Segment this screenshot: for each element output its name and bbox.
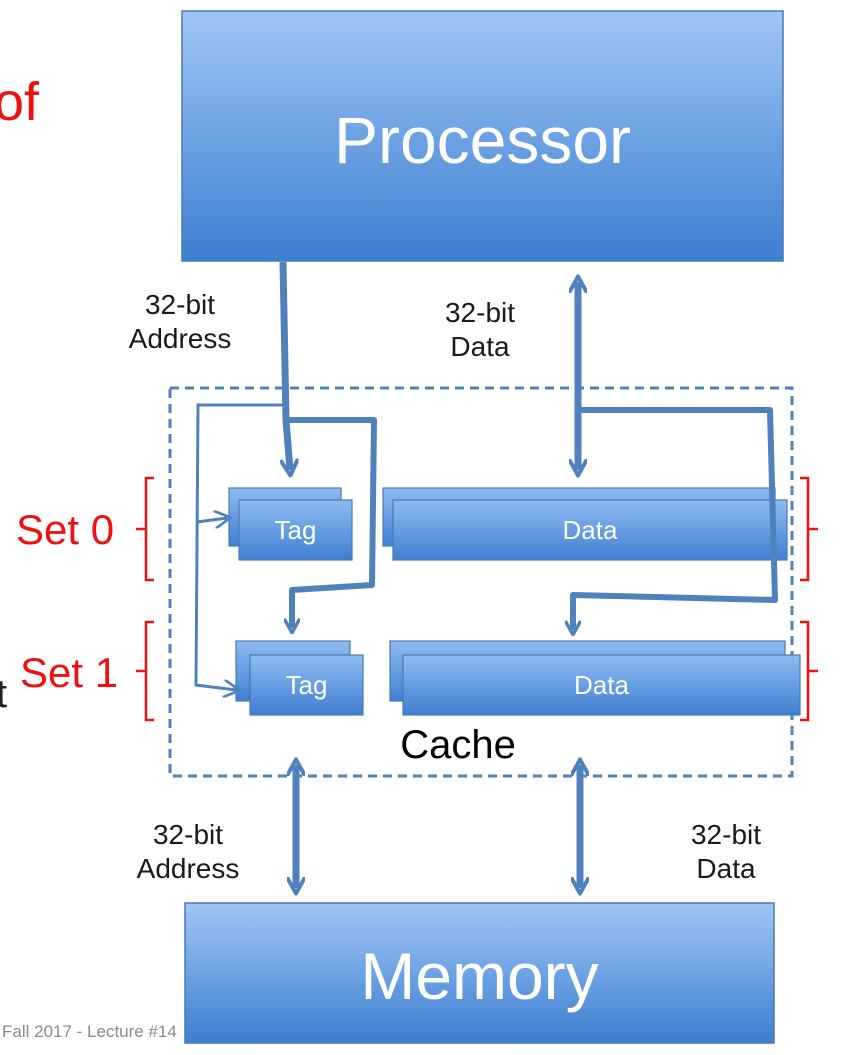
set-1-data-label: Data (574, 670, 629, 700)
memory-box (184, 902, 775, 1044)
set-1-left-bracket (136, 620, 154, 722)
set-0-tag-box (238, 499, 353, 561)
set-1-tag-box (249, 654, 364, 716)
processor-label: Processor (333, 103, 632, 177)
bottom-address-bus-label: 32-bit Address (108, 818, 268, 886)
set-1-label: Set 1 (20, 649, 119, 696)
address-bus-to-set-0-tag (279, 261, 290, 470)
top-address-word: Address (128, 323, 232, 354)
top-address-bus-label: 32-bit Address (100, 288, 260, 356)
clipped-left-glyph: t (0, 672, 8, 716)
set-0-data-box (392, 499, 788, 561)
data-bus-to-set-1 (573, 407, 778, 630)
bottom-address-word: Address (136, 853, 240, 884)
top-data-bits: 32-bit (444, 297, 516, 328)
top-data-bus-label: 32-bit Data (400, 296, 560, 364)
slide-footer: Fall 2017 - Lecture #14 (2, 1022, 177, 1041)
bottom-data-bits: 32-bit (690, 819, 762, 850)
index-line (194, 403, 286, 690)
cache-boundary (168, 386, 794, 778)
index-branch-set-0 (196, 518, 227, 522)
address-bus-to-set-1-tag (286, 417, 377, 628)
memory-label: Memory (360, 939, 599, 1013)
bottom-data-word: Data (696, 853, 756, 884)
bottom-address-bits: 32-bit (152, 819, 224, 850)
set-1-right-bracket (800, 620, 818, 722)
clipped-title-fragment: of (0, 72, 40, 132)
set-0-right-bracket (800, 476, 818, 582)
processor-box (181, 10, 784, 262)
bottom-data-bus-label: 32-bit Data (646, 818, 806, 886)
set-0-left-bracket (136, 476, 154, 582)
set-1-tag-label: Tag (285, 670, 328, 700)
set-0-data-label: Data (562, 515, 618, 545)
top-data-word: Data (450, 331, 510, 362)
set-0-label: Set 0 (16, 506, 115, 553)
cache-label: Cache (400, 723, 516, 767)
set-0-tag-label: Tag (274, 515, 317, 545)
set-1-data-box (402, 654, 801, 716)
top-address-bits: 32-bit (144, 289, 216, 320)
